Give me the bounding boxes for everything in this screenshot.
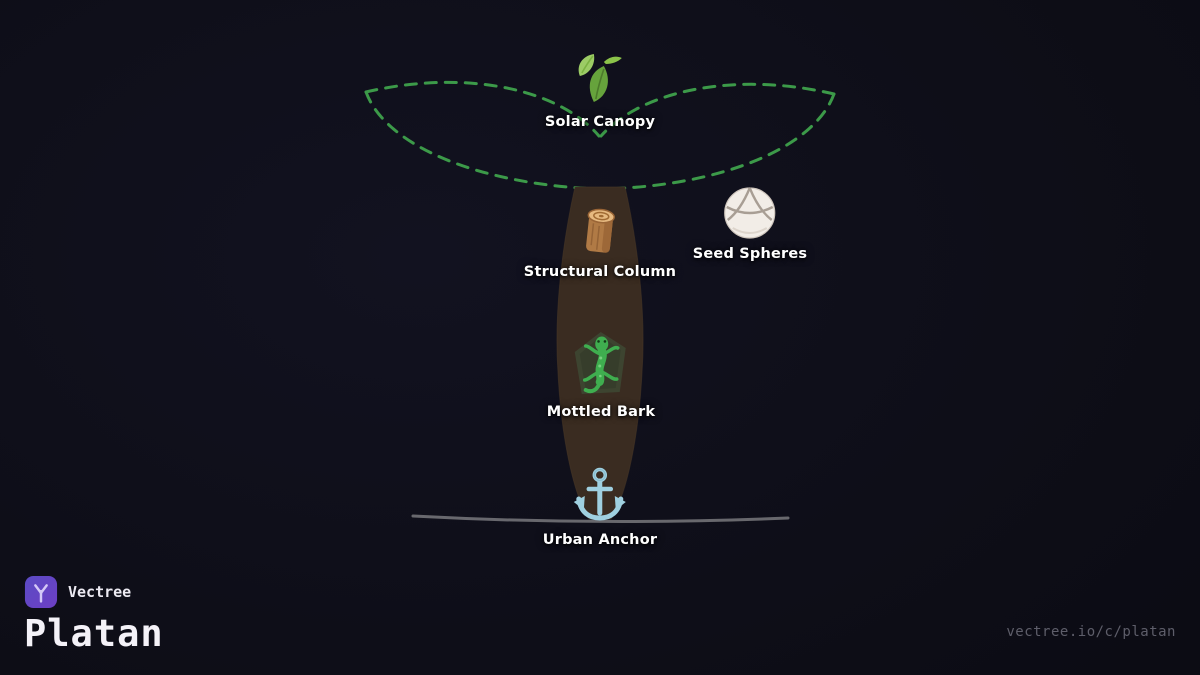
brand-name: Vectree [68,583,132,601]
node-label-structural-column: Structural Column [523,264,677,280]
lizard-icon [575,332,626,394]
canopy-right-lower-edge [601,92,836,191]
volleyball-icon [724,187,776,239]
node-label-seed-spheres: Seed Spheres [692,246,808,262]
canopy-right-upper-edge [599,82,836,138]
ground-line [411,514,790,524]
node-urban-anchor: Urban Anchor [543,466,657,548]
node-label-urban-anchor: Urban Anchor [542,532,658,548]
watermark-url: vectree.io/c/platan [1006,624,1176,640]
canopy-left-upper-edge [364,80,601,138]
canopy-dashed-outline [364,80,836,191]
anchor-icon [574,467,626,521]
node-label-solar-canopy: Solar Canopy [544,114,656,130]
brand-block: Vectree Platan [24,575,164,652]
node-seed-spheres: Seed Spheres [693,186,808,262]
leaf-icon [578,54,622,102]
log-icon [586,208,616,253]
node-solar-canopy: Solar Canopy [545,52,655,130]
node-mottled-bark: Mottled Bark [547,330,656,420]
node-label-mottled-bark: Mottled Bark [546,404,656,420]
vectree-logo-icon [24,575,58,609]
page-title: Platan [24,612,164,655]
canopy-left-lower-edge [364,90,599,191]
node-structural-column: Structural Column [524,202,676,280]
